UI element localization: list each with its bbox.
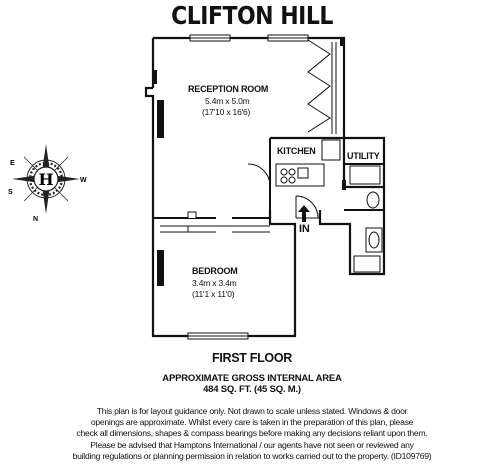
bedroom-metric: 3.4m x 3.4m xyxy=(192,278,237,288)
area-value: 484 SQ. FT. (45 SQ. M.) xyxy=(203,384,301,395)
compass-south-label: S xyxy=(8,189,13,196)
entrance-label: IN xyxy=(299,223,310,235)
property-title: CLIFTON HILL xyxy=(171,2,333,31)
kitchen-door xyxy=(247,163,271,187)
disclaimer-line: This plan is for layout guidance only. N… xyxy=(96,406,408,416)
disclaimer-line: Please be advised that Hamptons Internat… xyxy=(90,439,414,450)
kitchen-units xyxy=(275,139,341,187)
wall-outline xyxy=(144,36,386,338)
interior-walls xyxy=(153,138,384,274)
entrance-door xyxy=(295,195,320,219)
disclaimer-text: This plan is for layout guidance only. N… xyxy=(30,406,474,462)
kitchen-label: KITCHEN xyxy=(277,146,316,156)
reception-room-label: RECEPTION ROOM xyxy=(188,84,269,94)
disclaimer-line: building regulations or planning permiss… xyxy=(72,450,432,461)
compass-center-letter: H xyxy=(38,170,53,189)
disclaimer-line: openings are approximate. Whilst every c… xyxy=(90,417,414,428)
area-label: APPROXIMATE GROSS INTERNAL AREA xyxy=(162,373,342,384)
reception-room-imperial: (17'10 x 16'6) xyxy=(202,107,251,117)
bedroom-label: BEDROOM xyxy=(192,266,238,276)
bay-doors xyxy=(307,39,337,134)
compass-west-label: W xyxy=(80,177,87,184)
floor-name: FIRST FLOOR xyxy=(211,351,293,365)
bathroom-fixtures xyxy=(349,165,383,273)
window-top xyxy=(189,34,309,42)
bedroom-imperial: (11'1 x 11'0) xyxy=(192,289,235,299)
disclaimer-line: check all dimensions, shapes & compass b… xyxy=(76,428,428,439)
entrance-arrow-icon xyxy=(298,205,310,222)
compass-north-label: N xyxy=(33,216,38,223)
window-bedroom xyxy=(187,332,249,340)
utility-label: UTILITY xyxy=(347,151,380,161)
bedroom-wardrobe xyxy=(160,211,270,233)
compass-east-label: E xyxy=(10,160,15,167)
reception-room-metric: 5.4m x 5.0m xyxy=(205,96,250,106)
wall-pillars xyxy=(152,38,346,286)
compass-rose-icon xyxy=(12,144,80,214)
